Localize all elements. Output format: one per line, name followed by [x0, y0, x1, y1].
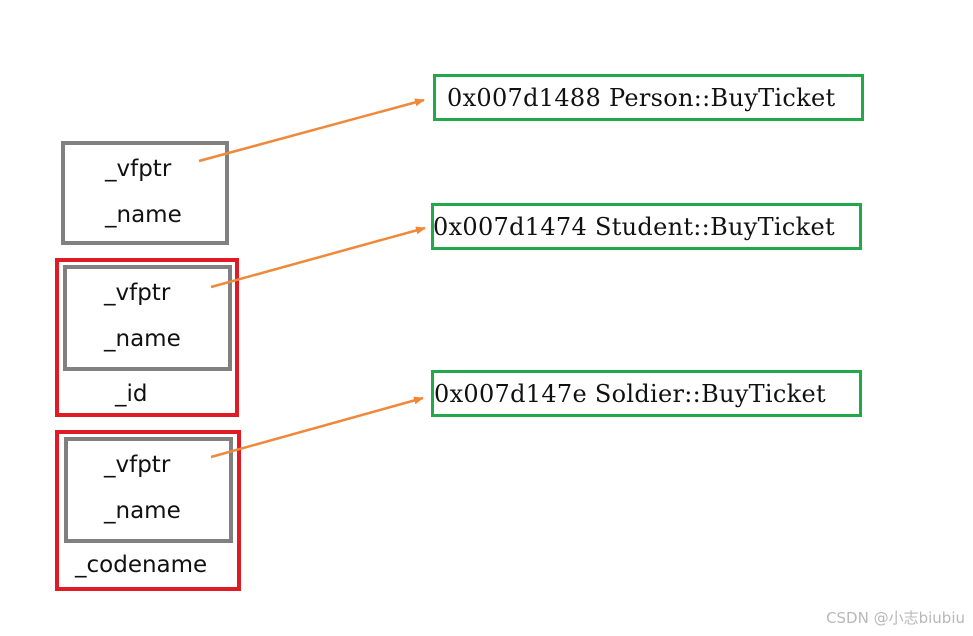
student-id-field: _id [115, 381, 148, 407]
soldier-base-part-box [64, 437, 233, 543]
student-vtable-entry-box [431, 203, 862, 250]
person-object-box [61, 141, 229, 245]
soldier-vtable-entry: 0x007d147e Soldier::BuyTicket [434, 380, 826, 408]
soldier-object-box [55, 430, 241, 591]
student-vfptr-arrow [210, 226, 426, 289]
person-vtable-entry: 0x007d1488 Person::BuyTicket [447, 84, 836, 112]
watermark-text: CSDN @小志biubiu [826, 609, 965, 627]
student-name-field: _name [104, 326, 181, 352]
soldier-name-field: _name [104, 498, 181, 524]
student-vtable-entry: 0x007d1474 Student::BuyTicket [433, 213, 835, 241]
student-base-part-box [63, 265, 232, 371]
person-vfptr-arrow [198, 98, 425, 163]
soldier-vtable-entry-box [431, 370, 862, 417]
soldier-vfptr-arrow [210, 396, 424, 459]
person-vfptr-field: _vfptr [105, 156, 172, 182]
person-name-field: _name [105, 202, 182, 228]
student-object-box [55, 258, 239, 417]
soldier-vfptr-field: _vfptr [104, 452, 171, 478]
student-vfptr-field: _vfptr [104, 280, 171, 306]
person-vtable-entry-box [433, 74, 864, 121]
soldier-codename-field: _codename [75, 552, 208, 578]
